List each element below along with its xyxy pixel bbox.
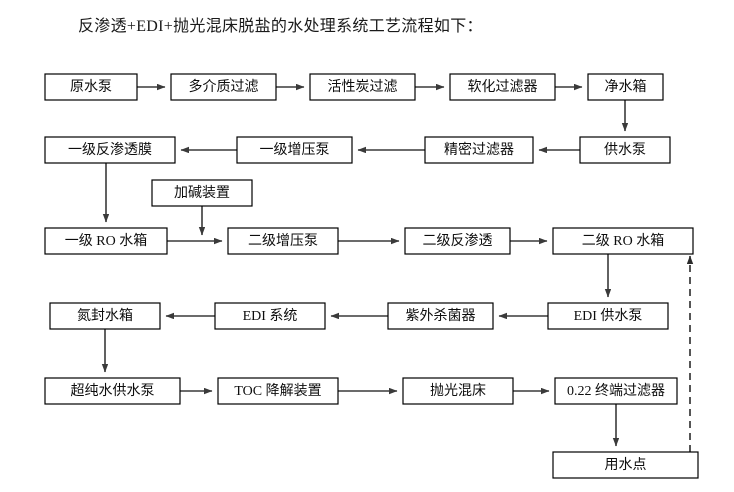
node-ro2-unit[interactable]: 二级反渗透	[404, 227, 511, 255]
node-label-terminal-filter-022: 0.22 终端过滤器	[567, 383, 665, 399]
node-box-point-of-use[interactable]	[552, 451, 699, 479]
node-box-nitrogen-sealed-tank[interactable]	[49, 302, 161, 330]
node-box-terminal-filter-022[interactable]	[554, 377, 678, 405]
node-box-raw-water-pump[interactable]	[44, 73, 138, 101]
node-toc-reducer[interactable]: TOC 降解装置	[217, 377, 339, 405]
node-point-of-use[interactable]: 用水点	[552, 451, 699, 479]
node-ro1-tank[interactable]: 一级 RO 水箱	[44, 227, 168, 255]
node-softening-filter[interactable]: 软化过滤器	[449, 73, 556, 101]
node-label-edi-system: EDI 系统	[243, 308, 298, 324]
node-label-clean-water-tank: 净水箱	[605, 79, 647, 95]
node-booster-pump-2[interactable]: 二级增压泵	[227, 227, 339, 255]
node-box-ro1-membrane[interactable]	[44, 136, 176, 164]
node-ultrapure-pump[interactable]: 超纯水供水泵	[44, 377, 181, 405]
node-box-toc-reducer[interactable]	[217, 377, 339, 405]
node-polishing-mixed-bed[interactable]: 抛光混床	[402, 377, 514, 405]
node-label-ro1-tank: 一级 RO 水箱	[65, 233, 147, 249]
node-box-alkali-dosing[interactable]	[151, 179, 253, 207]
node-label-polishing-mixed-bed: 抛光混床	[430, 383, 486, 399]
node-clean-water-tank[interactable]: 净水箱	[587, 73, 664, 101]
node-uv-sterilizer[interactable]: 紫外杀菌器	[387, 302, 494, 330]
node-label-precision-filter: 精密过滤器	[444, 141, 514, 158]
node-box-softening-filter[interactable]	[449, 73, 556, 101]
node-box-feed-water-pump[interactable]	[579, 136, 671, 164]
node-precision-filter[interactable]: 精密过滤器	[424, 136, 534, 164]
node-ro1-membrane[interactable]: 一级反渗透膜	[44, 136, 176, 164]
node-box-ro2-unit[interactable]	[404, 227, 511, 255]
node-label-softening-filter: 软化过滤器	[468, 79, 538, 95]
node-label-booster-pump-1: 一级增压泵	[260, 142, 330, 158]
node-activated-carbon[interactable]: 活性炭过滤	[309, 73, 416, 101]
node-edi-system[interactable]: EDI 系统	[214, 302, 326, 330]
node-label-uv-sterilizer: 紫外杀菌器	[406, 308, 476, 324]
node-box-clean-water-tank[interactable]	[587, 73, 664, 101]
node-feed-water-pump[interactable]: 供水泵	[579, 136, 671, 164]
node-box-booster-pump-2[interactable]	[227, 227, 339, 255]
node-label-multimedia-filter: 多介质过滤	[189, 78, 259, 95]
node-box-edi-feed-pump[interactable]	[547, 302, 669, 330]
node-box-ultrapure-pump[interactable]	[44, 377, 181, 405]
node-ro2-tank[interactable]: 二级 RO 水箱	[552, 227, 694, 255]
node-alkali-dosing[interactable]: 加碱装置	[151, 179, 253, 207]
node-label-nitrogen-sealed-tank: 氮封水箱	[77, 308, 133, 324]
node-box-polishing-mixed-bed[interactable]	[402, 377, 514, 405]
node-label-alkali-dosing: 加碱装置	[174, 185, 230, 201]
node-box-ro2-tank[interactable]	[552, 227, 694, 255]
node-multimedia-filter[interactable]: 多介质过滤	[170, 73, 277, 101]
node-label-toc-reducer: TOC 降解装置	[234, 383, 321, 399]
node-box-ro1-tank[interactable]	[44, 227, 168, 255]
node-label-point-of-use: 用水点	[605, 457, 647, 473]
node-raw-water-pump[interactable]: 原水泵	[44, 73, 138, 101]
node-label-ro2-unit: 二级反渗透	[423, 233, 493, 249]
node-label-ro1-membrane: 一级反渗透膜	[68, 142, 152, 158]
node-label-edi-feed-pump: EDI 供水泵	[574, 308, 643, 324]
node-box-uv-sterilizer[interactable]	[387, 302, 494, 330]
node-box-multimedia-filter[interactable]	[170, 73, 277, 101]
node-label-activated-carbon: 活性炭过滤	[328, 79, 398, 95]
node-label-raw-water-pump: 原水泵	[70, 79, 112, 95]
node-box-precision-filter[interactable]	[424, 136, 534, 164]
connector-layer	[101, 83, 694, 452]
node-label-feed-water-pump: 供水泵	[604, 142, 646, 158]
node-terminal-filter-022[interactable]: 0.22 终端过滤器	[554, 377, 678, 405]
node-box-activated-carbon[interactable]	[309, 73, 416, 101]
node-edi-feed-pump[interactable]: EDI 供水泵	[547, 302, 669, 330]
node-label-ultrapure-pump: 超纯水供水泵	[71, 383, 155, 399]
node-box-edi-system[interactable]	[214, 302, 326, 330]
node-booster-pump-1[interactable]: 一级增压泵	[236, 136, 353, 164]
node-label-ro2-tank: 二级 RO 水箱	[582, 233, 664, 249]
node-nitrogen-sealed-tank[interactable]: 氮封水箱	[49, 302, 161, 330]
node-label-booster-pump-2: 二级增压泵	[248, 233, 318, 249]
page-title: 反渗透+EDI+抛光混床脱盐的水处理系统工艺流程如下：	[78, 18, 483, 35]
node-box-booster-pump-1[interactable]	[236, 136, 353, 164]
